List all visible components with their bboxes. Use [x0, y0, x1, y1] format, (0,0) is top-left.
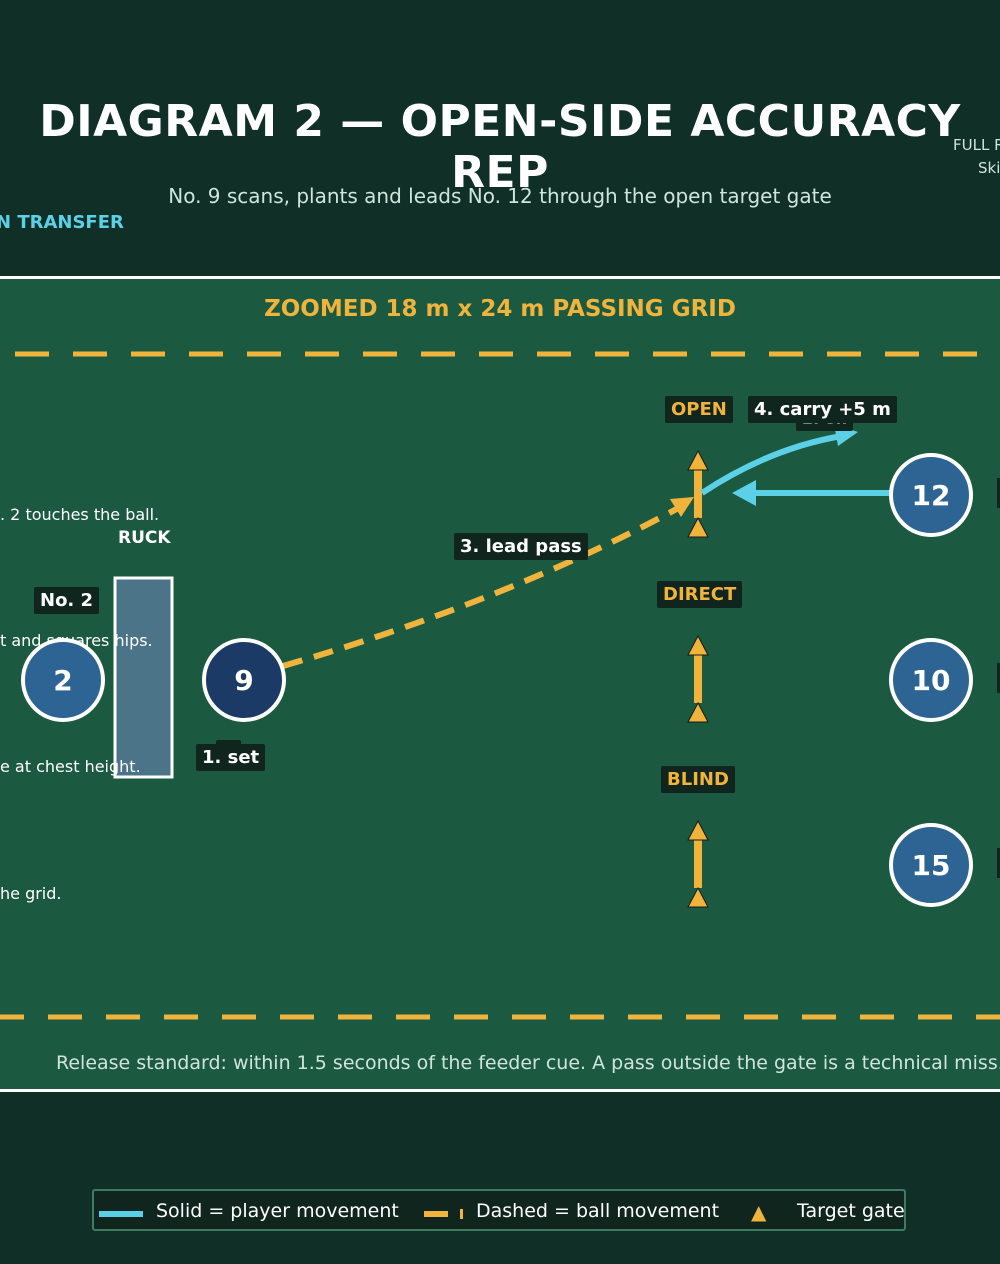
gate-open — [687, 449, 709, 538]
carry-path — [700, 433, 843, 496]
p12-tag-stub — [997, 478, 1000, 508]
gate-blind — [687, 819, 709, 908]
ruck-label: RUCK — [118, 528, 171, 548]
legend: Solid = player movement Dashed = ball mo… — [92, 1189, 906, 1231]
diagram-title: DIAGRAM 2 — OPEN-SIDE ACCURACY REP — [39, 96, 961, 198]
tag-lead-pass: 3. lead pass — [454, 533, 588, 560]
player-12: 12 — [889, 453, 973, 537]
gate-label-direct: DIRECT — [657, 581, 743, 608]
ruck-block — [113, 576, 174, 779]
dashed-line-swatch — [424, 1211, 448, 1217]
triangle-icon: ▲ — [751, 1200, 767, 1224]
legend-solid: Solid = player movement — [156, 1200, 399, 1222]
player12-run-arrowhead — [732, 480, 756, 506]
legend-gate: Target gate — [797, 1200, 905, 1222]
release-standard-note: Release standard: within 1.5 seconds of … — [56, 1052, 1000, 1074]
left-panel-fragment: N TRANSFER — [0, 212, 124, 233]
note-line-4: he grid. — [0, 884, 62, 903]
dashed-line-swatch-tick — [460, 1209, 463, 1219]
player-2: 2 — [21, 638, 105, 722]
right-fragment-line1: FULL R — [953, 136, 1000, 154]
note-line-1: . 2 touches the ball. — [0, 505, 160, 524]
header: DIAGRAM 2 — OPEN-SIDE ACCURACY REP No. 9… — [0, 0, 1000, 275]
lead-pass-arrowhead — [670, 497, 694, 517]
player-15: 15 — [889, 823, 973, 907]
gate-direct — [687, 634, 709, 723]
legend-dashed: Dashed = ball movement — [476, 1200, 720, 1222]
p10-tag-stub — [997, 663, 1000, 693]
p15-tag-stub — [997, 848, 1000, 878]
diagram-subtitle: No. 9 scans, plants and leads No. 12 thr… — [168, 184, 832, 208]
tag-set: 1. set — [196, 744, 266, 771]
solid-line-swatch — [99, 1211, 143, 1217]
right-fragment-line2: Ski — [978, 159, 1000, 177]
lead-pass-path — [282, 502, 686, 669]
tag-carry: 4. carry +5 m — [748, 396, 897, 423]
player-10: 10 — [889, 638, 973, 722]
note-line-3: e at chest height. — [0, 757, 141, 776]
tag-no2: No. 2 — [34, 587, 100, 614]
grid-title: ZOOMED 18 m x 24 m PASSING GRID — [264, 296, 736, 322]
player-9: 9 — [202, 638, 286, 722]
gate-label-blind: BLIND — [661, 766, 735, 793]
right-panel-fragment: FULL R Ski — [953, 134, 1000, 180]
gate-label-open: OPEN — [665, 396, 733, 423]
